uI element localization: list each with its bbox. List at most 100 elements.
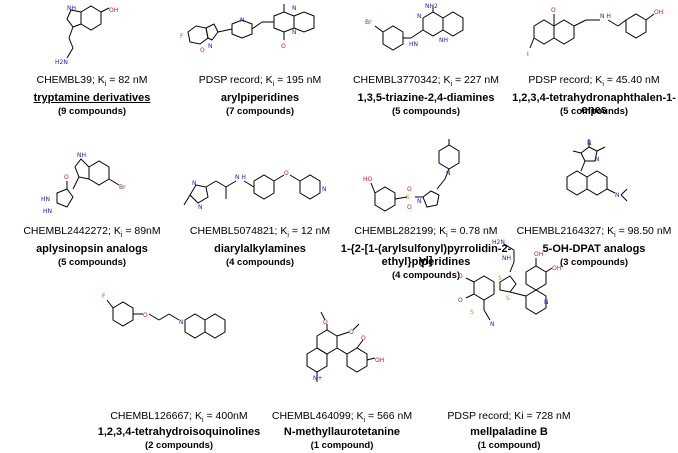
svg-text:I: I [527, 51, 529, 58]
structure-arylpiperidine: F N O N N N O [176, 2, 344, 70]
structure-n-methyllaurotetanine: O O O OH N+ [258, 308, 426, 408]
svg-text:N: N [615, 192, 620, 199]
class-name: 1,2,3,4-tetrahydronaphthalen-1-ones [512, 92, 676, 116]
svg-text:N H: N H [235, 174, 246, 181]
structure-tryptamine: NH H2N OH [8, 2, 176, 70]
svg-text:N: N [179, 319, 184, 326]
class-name-link[interactable]: tryptamine derivatives [33, 92, 151, 104]
svg-text:F: F [180, 33, 184, 40]
svg-text:O: O [143, 312, 148, 319]
record-line: CHEMBL2164327; Ki = 98.50 nM [516, 225, 672, 240]
compound-card-aplysinopsin: NH Br O HN HN CHEMBL2442272; Ki = 89nM a… [8, 145, 176, 295]
svg-text:N: N [198, 204, 203, 211]
structure-tetrahydroisoquinoline: F O N [95, 280, 263, 360]
class-name-line-1: 1-{2-[1-(arylsulfonyl)pyrrolidin-2-yl] [340, 243, 512, 267]
svg-text:O: O [281, 43, 286, 50]
svg-text:H2N: H2N [492, 239, 505, 246]
svg-text:N: N [595, 156, 600, 163]
svg-text:Br: Br [119, 184, 126, 191]
compound-count: (3 compounds) [559, 257, 629, 268]
svg-text:O: O [200, 47, 205, 54]
class-name-line-2: ethyl}piperidines [381, 256, 471, 268]
compound-card-tetrahydronaphthalenone: O N H OH I PDSP record; Ki = 45.40 nM 1,… [510, 0, 678, 140]
svg-text:N: N [208, 43, 213, 50]
svg-text:HO: HO [363, 176, 373, 183]
svg-text:N H: N H [600, 13, 611, 20]
svg-text:N: N [292, 5, 297, 12]
compound-card-diarylalkylamines: N N N H O N CHEMBL5074821; Ki = 12 nM di… [176, 145, 344, 295]
structure-mellpaladine-b: H2N NH OH OH S S O O S N N [425, 238, 593, 408]
record-line: CHEMBL3770342; Ki = 227 nM [352, 74, 500, 89]
compound-card-mellpaladine-b: H2N NH OH OH S S O O S N N PDSP record; … [425, 239, 593, 453]
svg-text:OH: OH [109, 7, 118, 14]
record-line: CHEMBL126667; Ki = 400nM [110, 410, 248, 425]
svg-text:N: N [446, 170, 451, 177]
svg-text:O: O [323, 319, 328, 326]
compound-count: (1 compound) [310, 440, 374, 451]
svg-text:F: F [102, 293, 106, 300]
record-line: PDSP record; Ki = 728 nM [447, 410, 571, 422]
svg-text:O: O [407, 204, 412, 211]
compound-card-5-oh-dpat: N N N CHEMBL2164327; Ki = 98.50 nM 5-OH-… [510, 139, 678, 295]
svg-text:S: S [506, 295, 510, 302]
compound-card-tetrahydroisoquinolines: F O N CHEMBL126667; Ki = 400nM 1,2,3,4-t… [95, 293, 263, 453]
structure-aplysinopsin: NH Br O HN HN [8, 145, 176, 225]
svg-text:S: S [470, 309, 474, 316]
compound-count: (2 compounds) [144, 440, 214, 451]
record-line: CHEMBL2442272; Ki = 89nM [23, 225, 161, 240]
record-line: PDSP record; Ki = 45.40 nM [528, 74, 660, 89]
compound-count: (5 compounds) [559, 106, 629, 117]
svg-text:N: N [292, 29, 297, 36]
svg-text:NH: NH [439, 37, 448, 44]
svg-text:S: S [498, 275, 502, 282]
class-name: N-methyllaurotetanine [283, 426, 401, 438]
compound-count: (5 compounds) [391, 106, 461, 117]
svg-text:S: S [406, 194, 410, 201]
svg-text:O: O [349, 329, 354, 336]
structure-5-oh-dpat: N N N [510, 137, 678, 225]
svg-text:N: N [417, 198, 422, 205]
record-line: CHEMBL282199; Ki = 0.78 nM [354, 225, 498, 240]
record-line: CHEMBL464099; Ki = 566 nM [271, 410, 413, 425]
svg-text:NH: NH [67, 5, 76, 12]
compound-count: (7 compounds) [225, 106, 295, 117]
class-name: 5-OH-DPAT analogs [542, 243, 646, 255]
record-line: CHEMBL5074821; Ki = 12 nM [189, 225, 331, 240]
compound-card-arylsulfonylpyrrolidine: N N S O O HO CHEMBL282199; Ki = 0.78 nM … [341, 139, 511, 295]
svg-text:O: O [551, 7, 556, 14]
class-name: diarylalkylamines [214, 243, 306, 255]
svg-text:O: O [284, 170, 289, 177]
svg-text:N: N [322, 186, 327, 193]
svg-text:N+: N+ [313, 375, 323, 382]
compound-card-n-methyllaurotetanine: O O O OH N+ CHEMBL464099; Ki = 566 nM N-… [258, 311, 426, 453]
svg-text:N: N [587, 140, 592, 147]
compound-count: (9 compounds) [57, 106, 127, 117]
svg-text:O: O [361, 335, 366, 342]
svg-text:NH: NH [77, 152, 86, 159]
class-name: aplysinopsin analogs [36, 243, 148, 255]
svg-text:HN: HN [409, 41, 418, 48]
compound-card-tryptamine: NH H2N OH CHEMBL39; Ki = 82 nM tryptamin… [8, 0, 176, 140]
record-line: PDSP record; Ki = 195 nM [198, 74, 322, 89]
class-name: 1,3,5-triazine-2,4-diamines [357, 92, 495, 104]
svg-text:HN: HN [41, 196, 50, 203]
compound-count: (4 compounds) [225, 257, 295, 268]
class-name: arylpiperidines [220, 92, 300, 104]
compound-count: (5 compounds) [57, 257, 127, 268]
svg-text:Br: Br [365, 19, 372, 26]
svg-text:OH: OH [534, 251, 543, 258]
svg-text:H2N: H2N [55, 59, 68, 66]
class-name: 1,2,3,4-tetrahydroisoquinolines [97, 426, 261, 438]
svg-text:HN: HN [43, 208, 52, 215]
record-line: CHEMBL39; Ki = 82 nM [36, 74, 148, 89]
svg-text:O: O [407, 186, 412, 193]
structure-triazine: NH2 N NH HN Br [342, 2, 510, 70]
class-name: mellpaladine B [470, 426, 548, 438]
svg-text:OH: OH [654, 9, 663, 16]
svg-text:OH: OH [375, 357, 384, 364]
svg-text:O: O [458, 273, 463, 280]
svg-text:O: O [64, 174, 69, 181]
compound-card-arylpiperidines: F N O N N N O PDSP record; Ki = 195 nM a… [176, 0, 344, 140]
compound-count: (1 compound) [477, 440, 541, 451]
compound-count: (4 compounds) [391, 270, 461, 281]
